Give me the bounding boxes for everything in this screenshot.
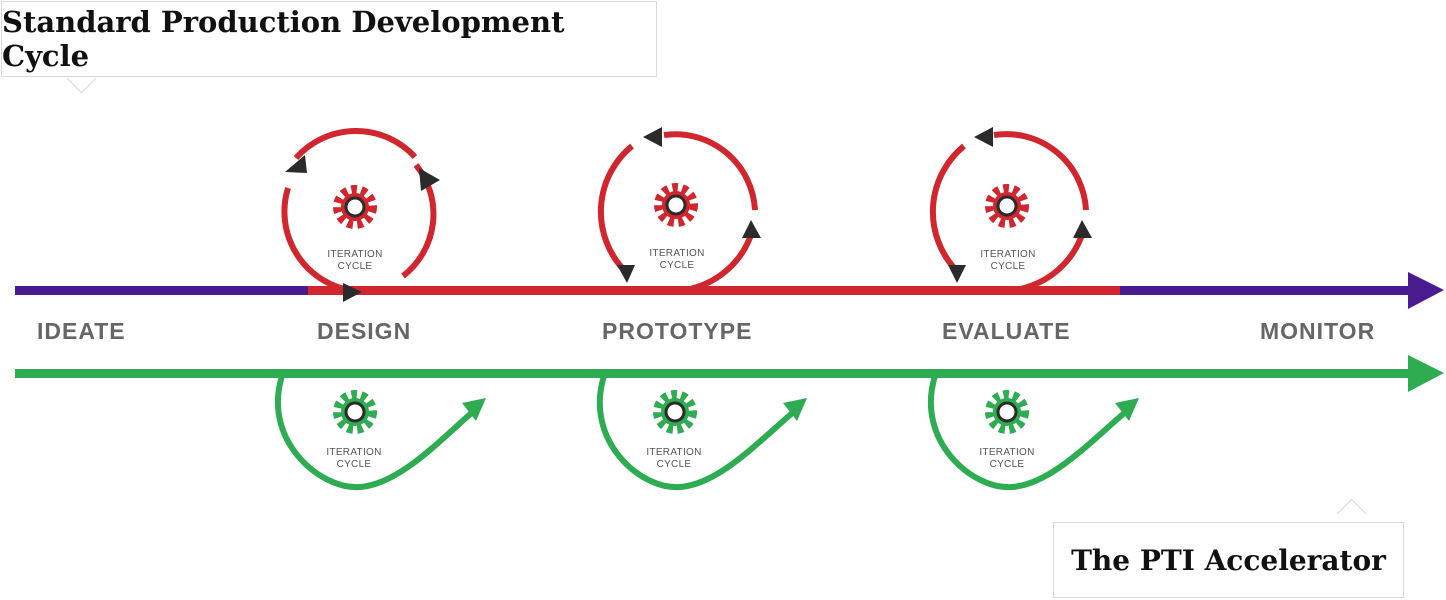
- iteration-label-line2: CYCLE: [990, 261, 1026, 272]
- gear-icon: [333, 185, 377, 229]
- iteration-cycle-label: ITERATION CYCLE: [634, 447, 714, 471]
- iteration-cycle-label: ITERATION CYCLE: [968, 249, 1048, 273]
- timeline-purple-arrowhead: [1408, 272, 1444, 309]
- gear-icon: [985, 390, 1029, 434]
- pti-accelerator-title: The PTI Accelerator: [1071, 543, 1386, 577]
- iteration-label-line1: ITERATION: [649, 248, 705, 259]
- iteration-label-line1: ITERATION: [327, 249, 383, 260]
- stage-label-prototype: PROTOTYPE: [602, 318, 753, 344]
- iteration-label-line2: CYCLE: [336, 459, 372, 470]
- design-swoop: [274, 375, 478, 491]
- prototype-arrowhead-1: [643, 127, 662, 147]
- standard-timeline: [15, 272, 1444, 309]
- iteration-label-line1: ITERATION: [980, 249, 1036, 260]
- iteration-cycle-label: ITERATION CYCLE: [315, 249, 395, 273]
- pti-timeline: [15, 355, 1444, 392]
- design-arrowhead-2: [285, 155, 307, 173]
- iteration-cycle-label: ITERATION CYCLE: [637, 248, 717, 272]
- design-arrowhead-3: [419, 168, 440, 191]
- stage-label-design: DESIGN: [317, 318, 412, 344]
- iteration-cycle-label: ITERATION CYCLE: [967, 447, 1047, 471]
- timeline-green-arrowhead: [1408, 355, 1444, 392]
- gear-icon: [653, 390, 697, 434]
- iteration-label-line2: CYCLE: [337, 261, 373, 272]
- prototype-arrowhead-3: [742, 220, 761, 238]
- iteration-label-line1: ITERATION: [326, 447, 382, 458]
- iteration-label-line2: CYCLE: [659, 260, 695, 271]
- stage-label-evaluate: EVALUATE: [942, 318, 1071, 344]
- gear-icon: [333, 390, 377, 434]
- prototype-swoop-arrowhead: [783, 398, 807, 421]
- green-swoops: [274, 375, 1131, 491]
- evaluate-arrowhead-1: [974, 127, 993, 147]
- evaluate-arrowhead-2: [948, 265, 966, 283]
- iteration-label-line1: ITERATION: [646, 447, 702, 458]
- evaluate-swoop: [927, 375, 1131, 491]
- design-arrowhead-1: [343, 283, 362, 302]
- evaluate-loop: [929, 131, 1089, 292]
- prototype-swoop: [596, 375, 799, 491]
- design-swoop-arrowhead: [462, 398, 486, 421]
- timeline-red-segment: [308, 286, 1120, 295]
- standard-cycle-callout: Standard Production Development Cycle: [1, 1, 657, 77]
- evaluate-swoop-arrowhead: [1115, 398, 1139, 421]
- gear-icon: [985, 184, 1029, 228]
- stage-label-ideate: IDEATE: [37, 318, 126, 344]
- iteration-cycle-label: ITERATION CYCLE: [314, 447, 394, 471]
- evaluate-arrowhead-3: [1073, 220, 1092, 238]
- iteration-label-line2: CYCLE: [656, 459, 692, 470]
- timeline-green-line: [15, 369, 1410, 378]
- gear-icon: [654, 183, 698, 227]
- iteration-label-line1: ITERATION: [979, 447, 1035, 458]
- pti-accelerator-callout: The PTI Accelerator: [1053, 522, 1404, 598]
- prototype-arrowhead-2: [617, 265, 635, 283]
- stage-label-monitor: MONITOR: [1260, 318, 1376, 344]
- prototype-loop: [597, 131, 758, 292]
- iteration-label-line2: CYCLE: [989, 459, 1025, 470]
- standard-cycle-title: Standard Production Development Cycle: [2, 5, 565, 73]
